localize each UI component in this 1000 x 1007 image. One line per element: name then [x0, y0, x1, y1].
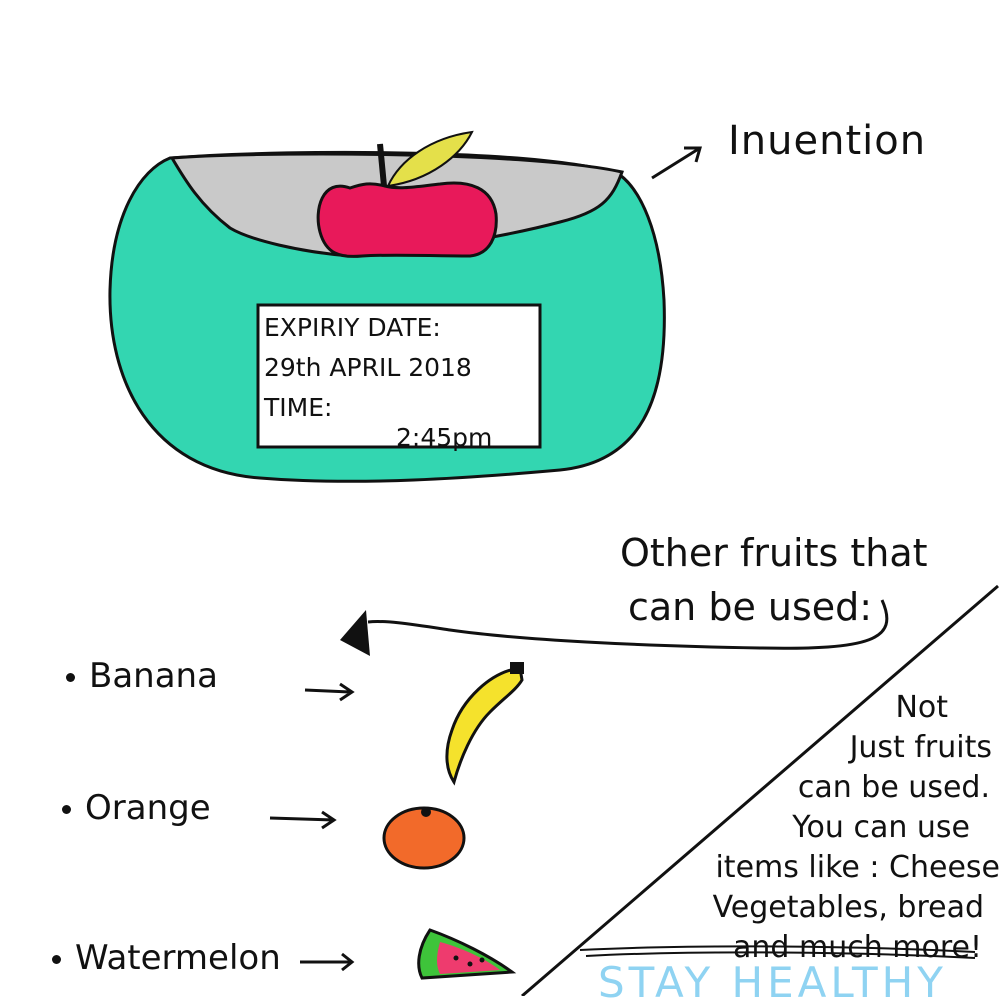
expiry-date-heading: EXPIRIY DATE:: [264, 313, 441, 342]
orange-stem: [421, 807, 431, 817]
note-line: Not: [895, 690, 948, 725]
other-fruits-heading: Other fruits that can be used:: [620, 526, 928, 634]
curved-arrow: [367, 599, 889, 650]
apple-stem: [377, 143, 387, 187]
bullet-dot: [52, 955, 61, 964]
apple-icon: [316, 181, 498, 258]
expiry-date-value: 29th APRIL 2018: [264, 353, 472, 382]
curved-arrow-head: [340, 610, 370, 656]
heading-line-2: can be used:: [628, 585, 873, 629]
orange-label: Orange: [85, 788, 211, 828]
note-line: and much more!: [733, 930, 982, 965]
heading-line-1: Other fruits that: [620, 531, 928, 575]
orange-arrow: [269, 810, 337, 830]
watermelon-label: Watermelon: [75, 938, 281, 978]
invention-label: Inuention: [728, 118, 927, 164]
expiry-time-heading: TIME:: [264, 393, 333, 422]
list-item: Orange: [62, 788, 211, 828]
note-line: can be used.: [797, 770, 990, 805]
note-line: items like : Cheese: [715, 850, 1000, 885]
diagonal-divider: [521, 584, 999, 996]
invention-arrow: [651, 146, 702, 180]
watermelon-seed: [479, 957, 485, 963]
watermelon-seed: [467, 961, 473, 967]
expiry-label-text: EXPIRIY DATE: 29th APRIL 2018 TIME: 2:45…: [264, 308, 492, 458]
watermelon-flesh: [437, 942, 500, 974]
list-item: Watermelon: [52, 938, 281, 978]
banana-icon: [445, 666, 524, 786]
leaf-icon: [386, 130, 474, 188]
note-line: Just fruits: [849, 730, 992, 765]
orange-icon: [382, 806, 466, 870]
banana-arrow: [304, 682, 355, 702]
expiry-time-value: 2:45pm: [396, 423, 493, 452]
banana-tip: [510, 662, 524, 674]
expiry-label-card: [256, 303, 542, 449]
watermelon-seed: [453, 955, 459, 961]
watermelon-arrow: [300, 952, 355, 972]
bullet-dot: [66, 673, 75, 682]
list-item: Banana: [66, 656, 218, 696]
footer-underline: [579, 945, 976, 959]
note-line: Vegetables, bread: [712, 890, 984, 925]
stay-healthy-text: STAY HEALTHY: [598, 958, 947, 1007]
not-just-fruits-note: Not Just fruits can be used. You can use…: [640, 688, 1000, 968]
note-line: You can use: [792, 810, 970, 845]
bullet-dot: [62, 805, 71, 814]
banana-label: Banana: [89, 656, 218, 696]
